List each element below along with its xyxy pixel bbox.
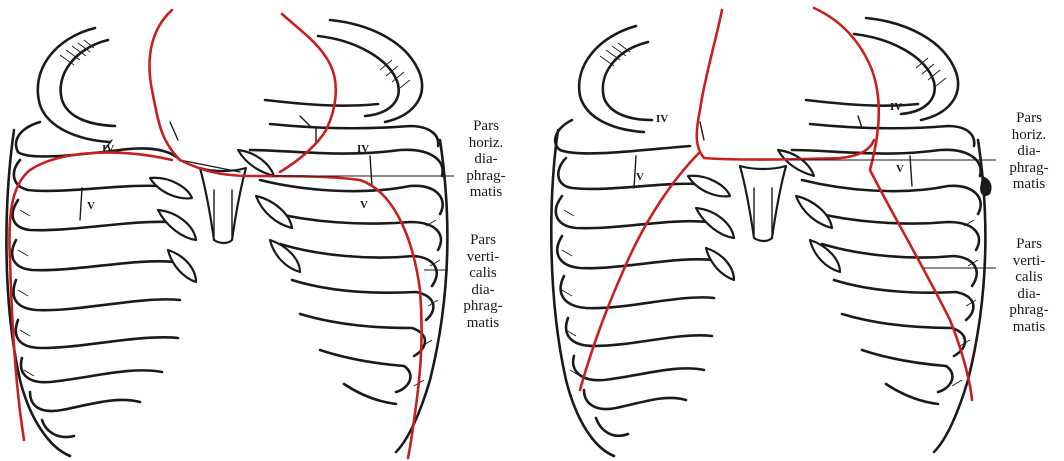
label-line: phrag-: [456, 168, 516, 185]
rib-mark-left-v-a: V: [87, 200, 95, 212]
label-line: matis: [998, 319, 1060, 336]
label-line: Pars: [450, 232, 516, 249]
label-line: matis: [450, 315, 516, 332]
left-rib-cage: IV IV V V: [6, 10, 454, 458]
label-line: phrag-: [998, 160, 1060, 177]
rib-mark-left-iv-b: IV: [357, 143, 369, 155]
right-pars-horizontalis-label: Pars horiz. dia- phrag- matis: [998, 110, 1060, 193]
label-line: dia-: [998, 286, 1060, 303]
label-line: verti-: [998, 253, 1060, 270]
label-line: Pars: [456, 118, 516, 135]
label-line: dia-: [450, 282, 516, 299]
rib-mark-right-iv-b: IV: [890, 101, 902, 113]
label-line: verti-: [450, 249, 516, 266]
rib-mark-left-v-b: V: [360, 199, 368, 211]
label-line: matis: [998, 176, 1060, 193]
label-line: horiz.: [998, 127, 1060, 144]
left-pars-verticalis-label: Pars verti- calis dia- phrag- matis: [450, 232, 516, 331]
label-line: dia-: [998, 143, 1060, 160]
label-line: Pars: [998, 236, 1060, 253]
label-line: matis: [456, 184, 516, 201]
label-line: horiz.: [456, 135, 516, 152]
label-line: calis: [998, 269, 1060, 286]
rib-mark-right-v-a: V: [636, 171, 644, 183]
rib-mark-right-iv-a: IV: [656, 113, 668, 125]
left-pars-horizontalis-label: Pars horiz. dia- phrag- matis: [456, 118, 516, 201]
label-line: calis: [450, 265, 516, 282]
label-line: dia-: [456, 151, 516, 168]
right-pars-verticalis-label: Pars verti- calis dia- phrag- matis: [998, 236, 1060, 335]
right-rib-cage: IV IV V V: [551, 8, 996, 456]
rib-mark-right-v-b: V: [896, 163, 904, 175]
label-line: Pars: [998, 110, 1060, 127]
label-line: phrag-: [450, 298, 516, 315]
label-line: phrag-: [998, 302, 1060, 319]
